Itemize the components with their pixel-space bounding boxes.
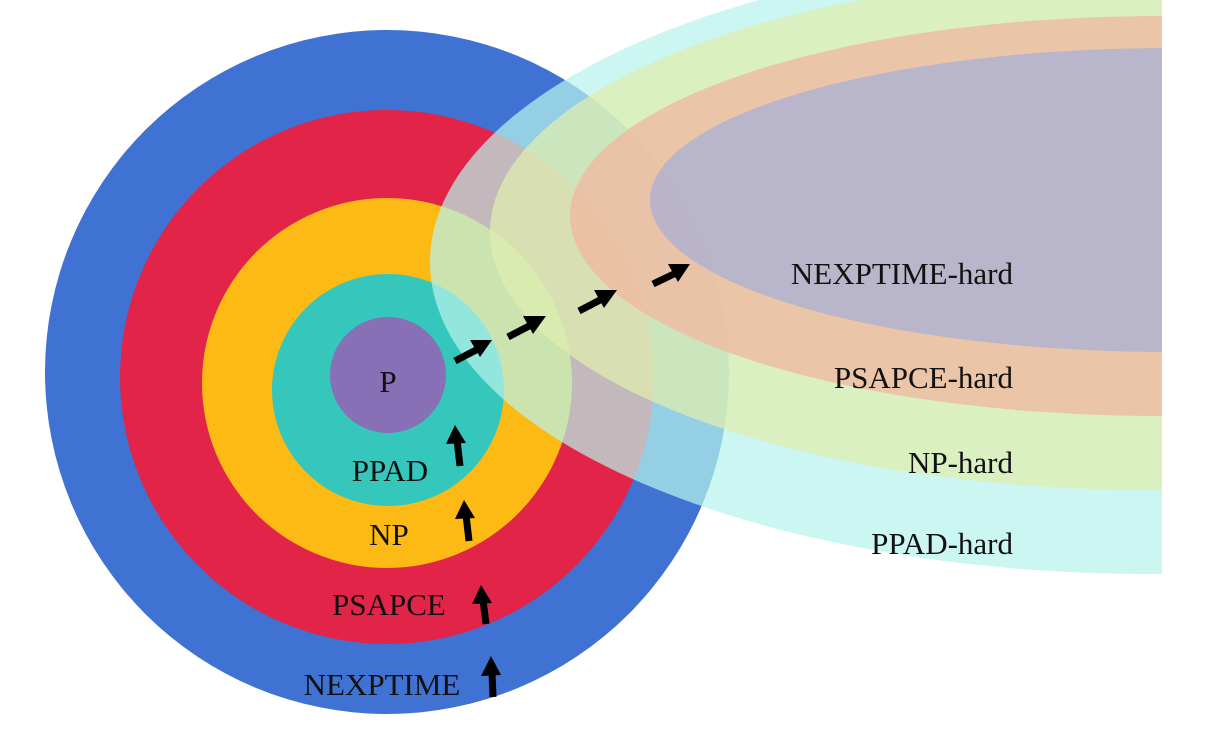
label-nexptime: NEXPTIME (304, 667, 461, 702)
up-arrow-icon (472, 585, 492, 625)
arrow-icon (506, 316, 546, 341)
nexptime-hard-region (650, 48, 1162, 352)
hardness-arrows (453, 264, 690, 365)
label-np: NP (369, 517, 409, 552)
arrow-icon (577, 290, 617, 315)
arrow-icon (453, 340, 492, 365)
label-np-hard: NP-hard (908, 445, 1014, 480)
label-nexptime-hard: NEXPTIME-hard (791, 256, 1014, 291)
hardness-labels: NEXPTIME-hard PSAPCE-hard NP-hard PPAD-h… (791, 256, 1014, 561)
label-p: P (379, 364, 396, 399)
class-arrows (446, 425, 501, 698)
arrow-icon (651, 264, 690, 288)
class-labels: P PPAD NP PSAPCE NEXPTIME (304, 364, 461, 702)
up-arrow-icon (481, 656, 501, 698)
hardness-regions (430, 0, 1162, 574)
label-psapce: PSAPCE (332, 587, 446, 622)
label-ppad-hard: PPAD-hard (871, 526, 1013, 561)
up-arrow-icon (455, 500, 475, 542)
up-arrow-icon (446, 425, 466, 467)
p-core (330, 317, 446, 433)
label-psapce-hard: PSAPCE-hard (834, 360, 1014, 395)
label-ppad: PPAD (352, 453, 428, 488)
